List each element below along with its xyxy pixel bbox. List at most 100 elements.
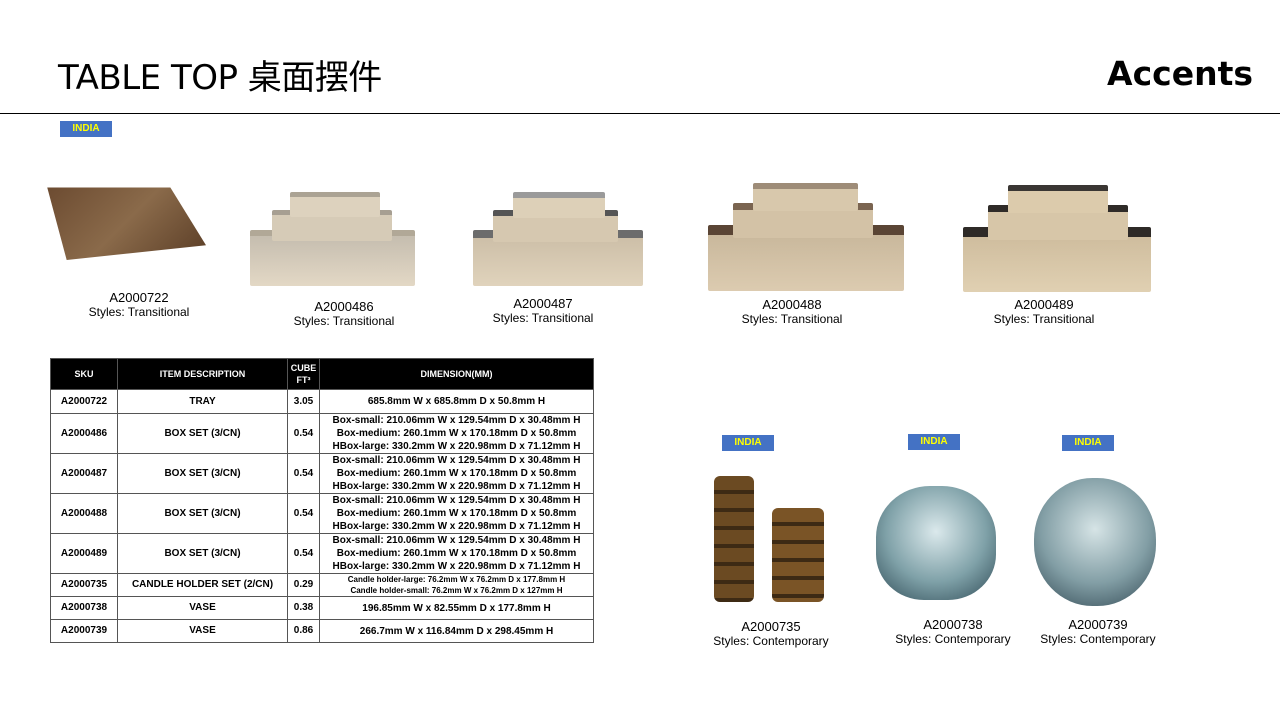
product-caption: A2000487 Styles: Transitional xyxy=(443,296,643,325)
product-style: Styles: Transitional xyxy=(993,312,1095,326)
product-sku: A2000735 xyxy=(741,619,801,634)
cell-cube: 0.54 xyxy=(287,533,320,574)
cell-sku: A2000735 xyxy=(50,573,118,597)
brand-label: Accents xyxy=(1107,54,1253,93)
cell-description: CANDLE HOLDER SET (2/CN) xyxy=(117,573,288,597)
cell-description: BOX SET (3/CN) xyxy=(117,533,288,574)
dimension-line: Box-medium: 260.1mm W x 170.18mm D x 50.… xyxy=(336,468,577,479)
product-style: Styles: Contemporary xyxy=(713,634,829,648)
table-header-row: SKU ITEM DESCRIPTION CUBE FT³ DIMENSION(… xyxy=(50,358,594,390)
header-dimension: DIMENSION(MM) xyxy=(319,358,594,390)
cell-description: BOX SET (3/CN) xyxy=(117,413,288,454)
spec-table: SKU ITEM DESCRIPTION CUBE FT³ DIMENSION(… xyxy=(50,358,594,643)
cell-description: TRAY xyxy=(117,389,288,414)
tray-image xyxy=(44,186,206,266)
product-caption: A2000735 Styles: Contemporary xyxy=(671,619,871,648)
cell-dimension: 685.8mm W x 685.8mm D x 50.8mm H xyxy=(319,389,594,414)
product-caption: A2000722 Styles: Transitional xyxy=(39,290,239,319)
dimension-line: Candle holder-large: 76.2mm W x 76.2mm D… xyxy=(347,575,566,584)
origin-badge: INDIA xyxy=(722,435,774,451)
product-caption: A2000488 Styles: Transitional xyxy=(692,297,892,326)
product-caption: A2000739 Styles: Contemporary xyxy=(998,617,1198,646)
product-style: Styles: Transitional xyxy=(741,312,843,326)
product-sku: A2000489 xyxy=(1014,297,1074,312)
cell-cube: 0.86 xyxy=(287,619,320,643)
header-cube: CUBE FT³ xyxy=(287,358,320,390)
vase-image-small xyxy=(876,486,996,600)
cell-cube: 0.29 xyxy=(287,573,320,597)
box-set-image-1 xyxy=(250,192,420,287)
cell-sku: A2000722 xyxy=(50,389,118,414)
candle-holder-image xyxy=(712,476,832,604)
cell-dimension: 266.7mm W x 116.84mm D x 298.45mm H xyxy=(319,619,594,643)
cell-sku: A2000487 xyxy=(50,453,118,494)
box-set-image-2 xyxy=(473,192,653,287)
product-style: Styles: Transitional xyxy=(492,311,594,325)
cell-cube: 0.54 xyxy=(287,453,320,494)
header-sku: SKU xyxy=(50,358,118,390)
dimension-line: HBox-large: 330.2mm W x 220.98mm D x 71.… xyxy=(332,481,581,492)
dimension-line: Box-medium: 260.1mm W x 170.18mm D x 50.… xyxy=(336,428,577,439)
dimension-line: Box-small: 210.06mm W x 129.54mm D x 30.… xyxy=(332,495,581,506)
origin-badge: INDIA xyxy=(1062,435,1114,451)
product-sku: A2000487 xyxy=(513,296,573,311)
cell-cube: 0.54 xyxy=(287,413,320,454)
dimension-line: Box-medium: 260.1mm W x 170.18mm D x 50.… xyxy=(336,508,577,519)
dimension-line: 266.7mm W x 116.84mm D x 298.45mm H xyxy=(359,625,554,637)
product-style: Styles: Transitional xyxy=(88,305,190,319)
origin-badge: INDIA xyxy=(908,434,960,450)
product-caption: A2000489 Styles: Transitional xyxy=(944,297,1144,326)
product-style: Styles: Transitional xyxy=(293,314,395,328)
cell-cube: 3.05 xyxy=(287,389,320,414)
origin-badge: INDIA xyxy=(60,121,112,137)
product-style: Styles: Contemporary xyxy=(1040,632,1156,646)
cell-dimension: Box-small: 210.06mm W x 129.54mm D x 30.… xyxy=(319,413,594,454)
dimension-line: Box-medium: 260.1mm W x 170.18mm D x 50.… xyxy=(336,548,577,559)
product-caption: A2000486 Styles: Transitional xyxy=(244,299,444,328)
header-description: ITEM DESCRIPTION xyxy=(117,358,288,390)
cell-dimension: 196.85mm W x 82.55mm D x 177.8mm H xyxy=(319,596,594,620)
box-set-image-3 xyxy=(708,183,908,291)
product-sku: A2000722 xyxy=(109,290,169,305)
product-sku: A2000738 xyxy=(923,617,983,632)
cell-dimension: Box-small: 210.06mm W x 129.54mm D x 30.… xyxy=(319,453,594,494)
product-sku: A2000739 xyxy=(1068,617,1128,632)
product-caption: A2000738 Styles: Contemporary xyxy=(853,617,1053,646)
cell-sku: A2000489 xyxy=(50,533,118,574)
cell-sku: A2000739 xyxy=(50,619,118,643)
cell-dimension: Box-small: 210.06mm W x 129.54mm D x 30.… xyxy=(319,533,594,574)
cell-description: VASE xyxy=(117,596,288,620)
box-set-image-4 xyxy=(963,185,1153,292)
dimension-line: Box-small: 210.06mm W x 129.54mm D x 30.… xyxy=(332,415,581,426)
cell-description: BOX SET (3/CN) xyxy=(117,453,288,494)
vase-image-large xyxy=(1034,478,1156,606)
dimension-line: HBox-large: 330.2mm W x 220.98mm D x 71.… xyxy=(332,561,581,572)
product-style: Styles: Contemporary xyxy=(895,632,1011,646)
cell-sku: A2000486 xyxy=(50,413,118,454)
header-divider xyxy=(0,113,1280,114)
product-sku: A2000488 xyxy=(762,297,822,312)
dimension-line: HBox-large: 330.2mm W x 220.98mm D x 71.… xyxy=(332,441,581,452)
cell-sku: A2000488 xyxy=(50,493,118,534)
page-title: TABLE TOP 桌面摆件 xyxy=(58,58,382,98)
cell-description: BOX SET (3/CN) xyxy=(117,493,288,534)
cell-dimension: Box-small: 210.06mm W x 129.54mm D x 30.… xyxy=(319,493,594,534)
cell-cube: 0.54 xyxy=(287,493,320,534)
dimension-line: Candle holder-small: 76.2mm W x 76.2mm D… xyxy=(350,586,563,595)
cell-dimension: Candle holder-large: 76.2mm W x 76.2mm D… xyxy=(319,573,594,597)
cell-cube: 0.38 xyxy=(287,596,320,620)
product-sku: A2000486 xyxy=(314,299,374,314)
dimension-line: 196.85mm W x 82.55mm D x 177.8mm H xyxy=(362,602,551,614)
cell-description: VASE xyxy=(117,619,288,643)
dimension-line: 685.8mm W x 685.8mm D x 50.8mm H xyxy=(367,396,546,407)
